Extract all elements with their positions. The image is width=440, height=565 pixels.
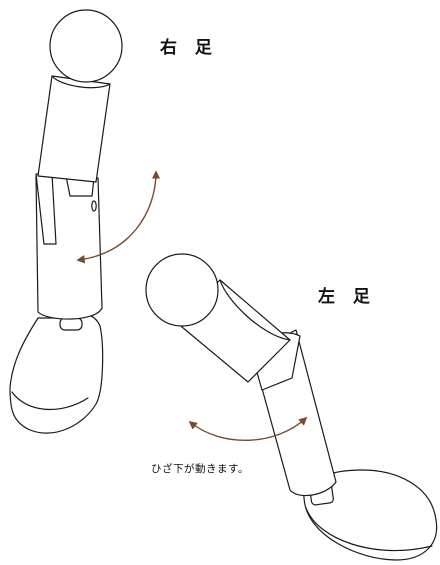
right-knee-arrow <box>76 170 161 264</box>
left-leg-label: 左 足 <box>318 287 376 307</box>
left-foot <box>303 469 438 561</box>
right-foot <box>9 313 104 434</box>
left-knee-arrow <box>188 416 308 441</box>
right-hip-ball <box>49 9 123 83</box>
left-hip-ball <box>145 253 219 327</box>
right-knee-bolt <box>91 200 97 212</box>
right-thigh <box>37 75 111 183</box>
movement-caption: ひざ下が動きます。 <box>151 463 249 475</box>
left-leg-figure <box>145 253 438 561</box>
right-ankle-joint <box>59 317 83 331</box>
right-leg-figure <box>9 9 123 434</box>
right-leg-label: 右 足 <box>160 38 218 58</box>
